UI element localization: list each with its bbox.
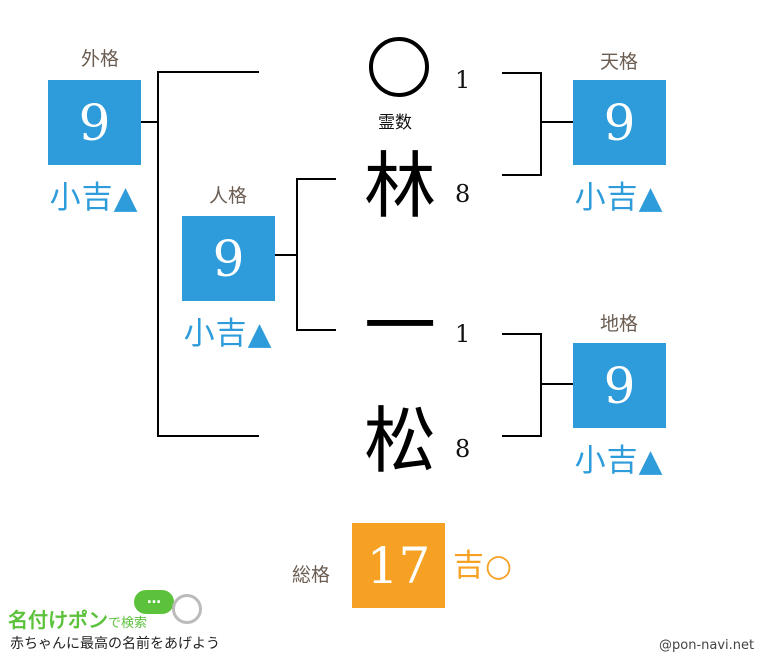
gaikaku-connector [141, 121, 159, 123]
outer-bracket-vertical [157, 71, 159, 437]
jinkaku-label: 人格 [208, 185, 247, 207]
chikaku-bracket-bottom [502, 435, 542, 437]
outer-bracket-top [157, 71, 259, 73]
tenkaku-connector [540, 121, 573, 123]
brand-logo-suffix: で検索 [108, 616, 148, 631]
chikaku-value-box: 9 [573, 343, 666, 428]
stroke-count-1: 1 [455, 66, 471, 94]
surname-char-1: 林 [363, 144, 436, 228]
site-credit: @pon-navi.net [659, 638, 755, 653]
inner-bracket-top [296, 178, 336, 180]
reisu-label: 霊数 [378, 113, 412, 133]
brand-logo: 名付けポンで検索 [8, 604, 147, 633]
given-char-1: 一 [363, 284, 436, 368]
baby-face-icon [172, 594, 202, 624]
tenkaku-fortune: 小吉▲ [574, 180, 664, 216]
inner-bracket-vertical [296, 178, 298, 331]
outer-bracket-bottom [157, 435, 259, 437]
tenkaku-value-box: 9 [573, 80, 666, 165]
chikaku-bracket-top [502, 333, 542, 335]
reisu-circle-icon [369, 37, 429, 97]
chikaku-connector [540, 383, 573, 385]
tenkaku-bracket-bottom [502, 174, 542, 176]
tagline: 赤ちゃんに最高の名前をあげよう [10, 636, 220, 652]
gaikaku-fortune: 小吉▲ [49, 180, 139, 216]
speech-bubble-icon: … [134, 590, 174, 614]
soukaku-value-box: 17 [352, 523, 445, 608]
stroke-count-3: 1 [455, 320, 471, 348]
chikaku-label: 地格 [599, 313, 638, 335]
gaikaku-label: 外格 [80, 48, 119, 70]
jinkaku-connector [275, 254, 298, 256]
jinkaku-value-box: 9 [182, 216, 275, 301]
given-char-2: 松 [363, 399, 436, 483]
brand-logo-title: 名付けポン [8, 608, 108, 632]
tenkaku-bracket-top [502, 72, 542, 74]
tenkaku-label: 天格 [599, 51, 638, 73]
chikaku-bracket-vertical [540, 333, 542, 437]
inner-bracket-bottom [296, 329, 336, 331]
stroke-count-2: 8 [455, 180, 471, 208]
chikaku-fortune: 小吉▲ [574, 443, 664, 479]
jinkaku-fortune: 小吉▲ [183, 316, 273, 352]
stroke-count-4: 8 [455, 435, 471, 463]
gaikaku-value-box: 9 [48, 80, 141, 165]
soukaku-fortune: 吉○ [453, 548, 514, 584]
tenkaku-bracket-vertical [540, 72, 542, 176]
soukaku-label: 総格 [291, 564, 330, 586]
